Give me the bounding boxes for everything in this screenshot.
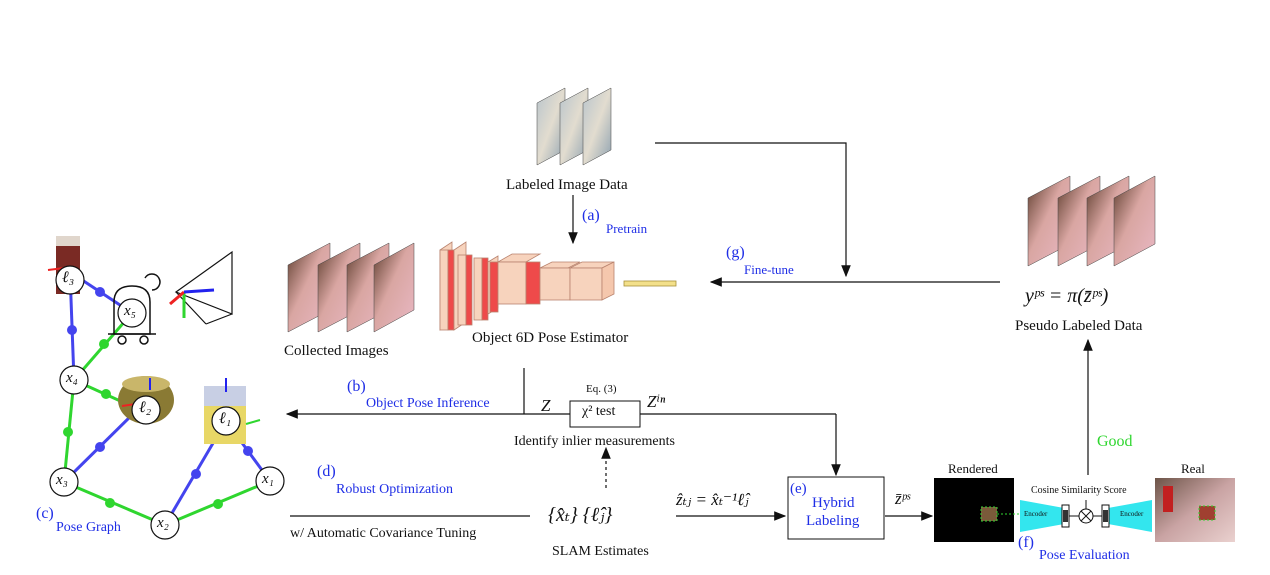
similarity-network [1020,500,1152,532]
flow-arrows [285,142,1093,521]
robust-optimization-label: Robust Optimization [336,482,454,497]
node-x1: x₁ [262,471,274,487]
slam-estimates-label: SLAM Estimates [552,544,649,559]
eq3-label: Eq. (3) [586,383,617,395]
good-label: Good [1097,433,1133,450]
step-c-tag: (c) [36,505,54,522]
pose-evaluation-label: Pose Evaluation [1039,548,1130,563]
labeling-label: Labeling [806,513,860,529]
chi-square-test-box [569,400,641,428]
step-g-tag: (g) [726,244,745,261]
pose-graph-nodes [49,265,285,540]
pseudo-labeled-data-label: Pseudo Labeled Data [1015,318,1143,334]
step-b-tag: (b) [347,378,366,395]
labeled-image-stack [536,87,612,166]
node-x3: x₃ [56,472,68,488]
step-a-tag: (a) [582,207,600,224]
cosine-score-label: Cosine Similarity Score [1031,485,1127,496]
chi-test-label: χ² test [582,404,616,419]
step-e-tag: (e) [790,481,807,497]
hybrid-label: Hybrid [812,495,855,511]
step-d-tag: (d) [317,463,336,480]
pose-graph-label: Pose Graph [56,520,121,535]
robot-icon [108,273,161,345]
node-l3: ℓ₃ [62,269,75,286]
z-hat-equation: ẑₜⱼ = x̂ₜ⁻¹ℓ̂ⱼ [676,490,749,509]
real-label: Real [1181,461,1205,476]
node-l1: ℓ₁ [219,410,232,427]
encoder-left-label: Encoder [1024,510,1048,518]
slam-sets-label: {x̂ₜ} {ℓ̂ⱼ} [548,504,613,526]
object-pose-inference-label: Object Pose Inference [366,396,490,411]
encoder-right-label: Encoder [1120,510,1144,518]
node-x4: x₄ [66,370,78,386]
node-l2: ℓ₂ [139,399,152,416]
z-label: Z [541,396,551,415]
collected-image-stack [287,242,415,333]
z-in-label: Zⁱⁿ [647,392,666,411]
rendered-label: Rendered [948,461,998,476]
camera-frustum-icon [169,250,233,325]
fine-tune-label: Fine-tune [744,262,794,277]
pseudo-label-formula: yᵖˢ = π(z̄ᵖˢ) [1025,285,1109,307]
labeled-image-data-label: Labeled Image Data [506,177,628,193]
estimator-label: Object 6D Pose Estimator [472,330,629,346]
pretrain-label: Pretrain [606,221,648,236]
pose-estimator-network [439,241,677,331]
pseudo-labeled-image-stack [1027,175,1156,267]
z-bar-label: z̄ᵖˢ [895,489,911,508]
collected-images-label: Collected Images [284,343,389,359]
real-image [1155,478,1235,542]
node-x2: x₂ [157,515,169,531]
identify-inlier-label: Identify inlier measurements [514,434,675,449]
step-f-tag: (f) [1018,534,1034,551]
auto-covariance-label: w/ Automatic Covariance Tuning [290,526,477,541]
rendered-image [934,478,1020,542]
hybrid-labeling-box [787,476,885,540]
node-x5: x₅ [124,303,136,319]
